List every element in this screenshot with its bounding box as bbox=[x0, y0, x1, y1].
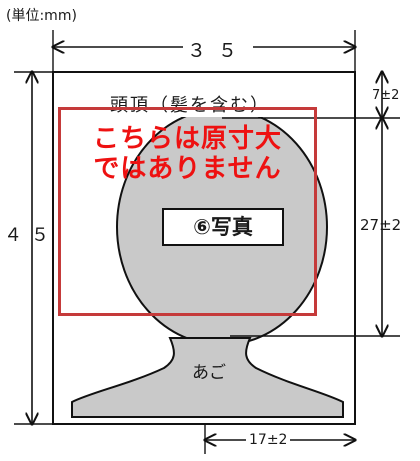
photo-number-label: ⑥写真 bbox=[162, 208, 284, 246]
height-label: ４５ bbox=[4, 225, 58, 246]
not-actual-size-notice: こちらは原寸大 ではありません bbox=[58, 107, 317, 316]
width-label: ３５ bbox=[183, 36, 254, 63]
chin-width-label: 17±2 bbox=[246, 432, 291, 448]
top-margin-label: 7±2 bbox=[372, 88, 400, 103]
crown-label: 頭頂（髪を含む） bbox=[110, 91, 270, 117]
notice-line-2: ではありません bbox=[93, 154, 282, 184]
face-height-label: 27±2 bbox=[360, 216, 402, 234]
notice-line-1: こちらは原寸大 bbox=[92, 124, 282, 154]
unit-label: (単位:mm) bbox=[6, 8, 77, 24]
chin-label: あご bbox=[192, 363, 226, 383]
shoulders-silhouette bbox=[71, 337, 344, 418]
